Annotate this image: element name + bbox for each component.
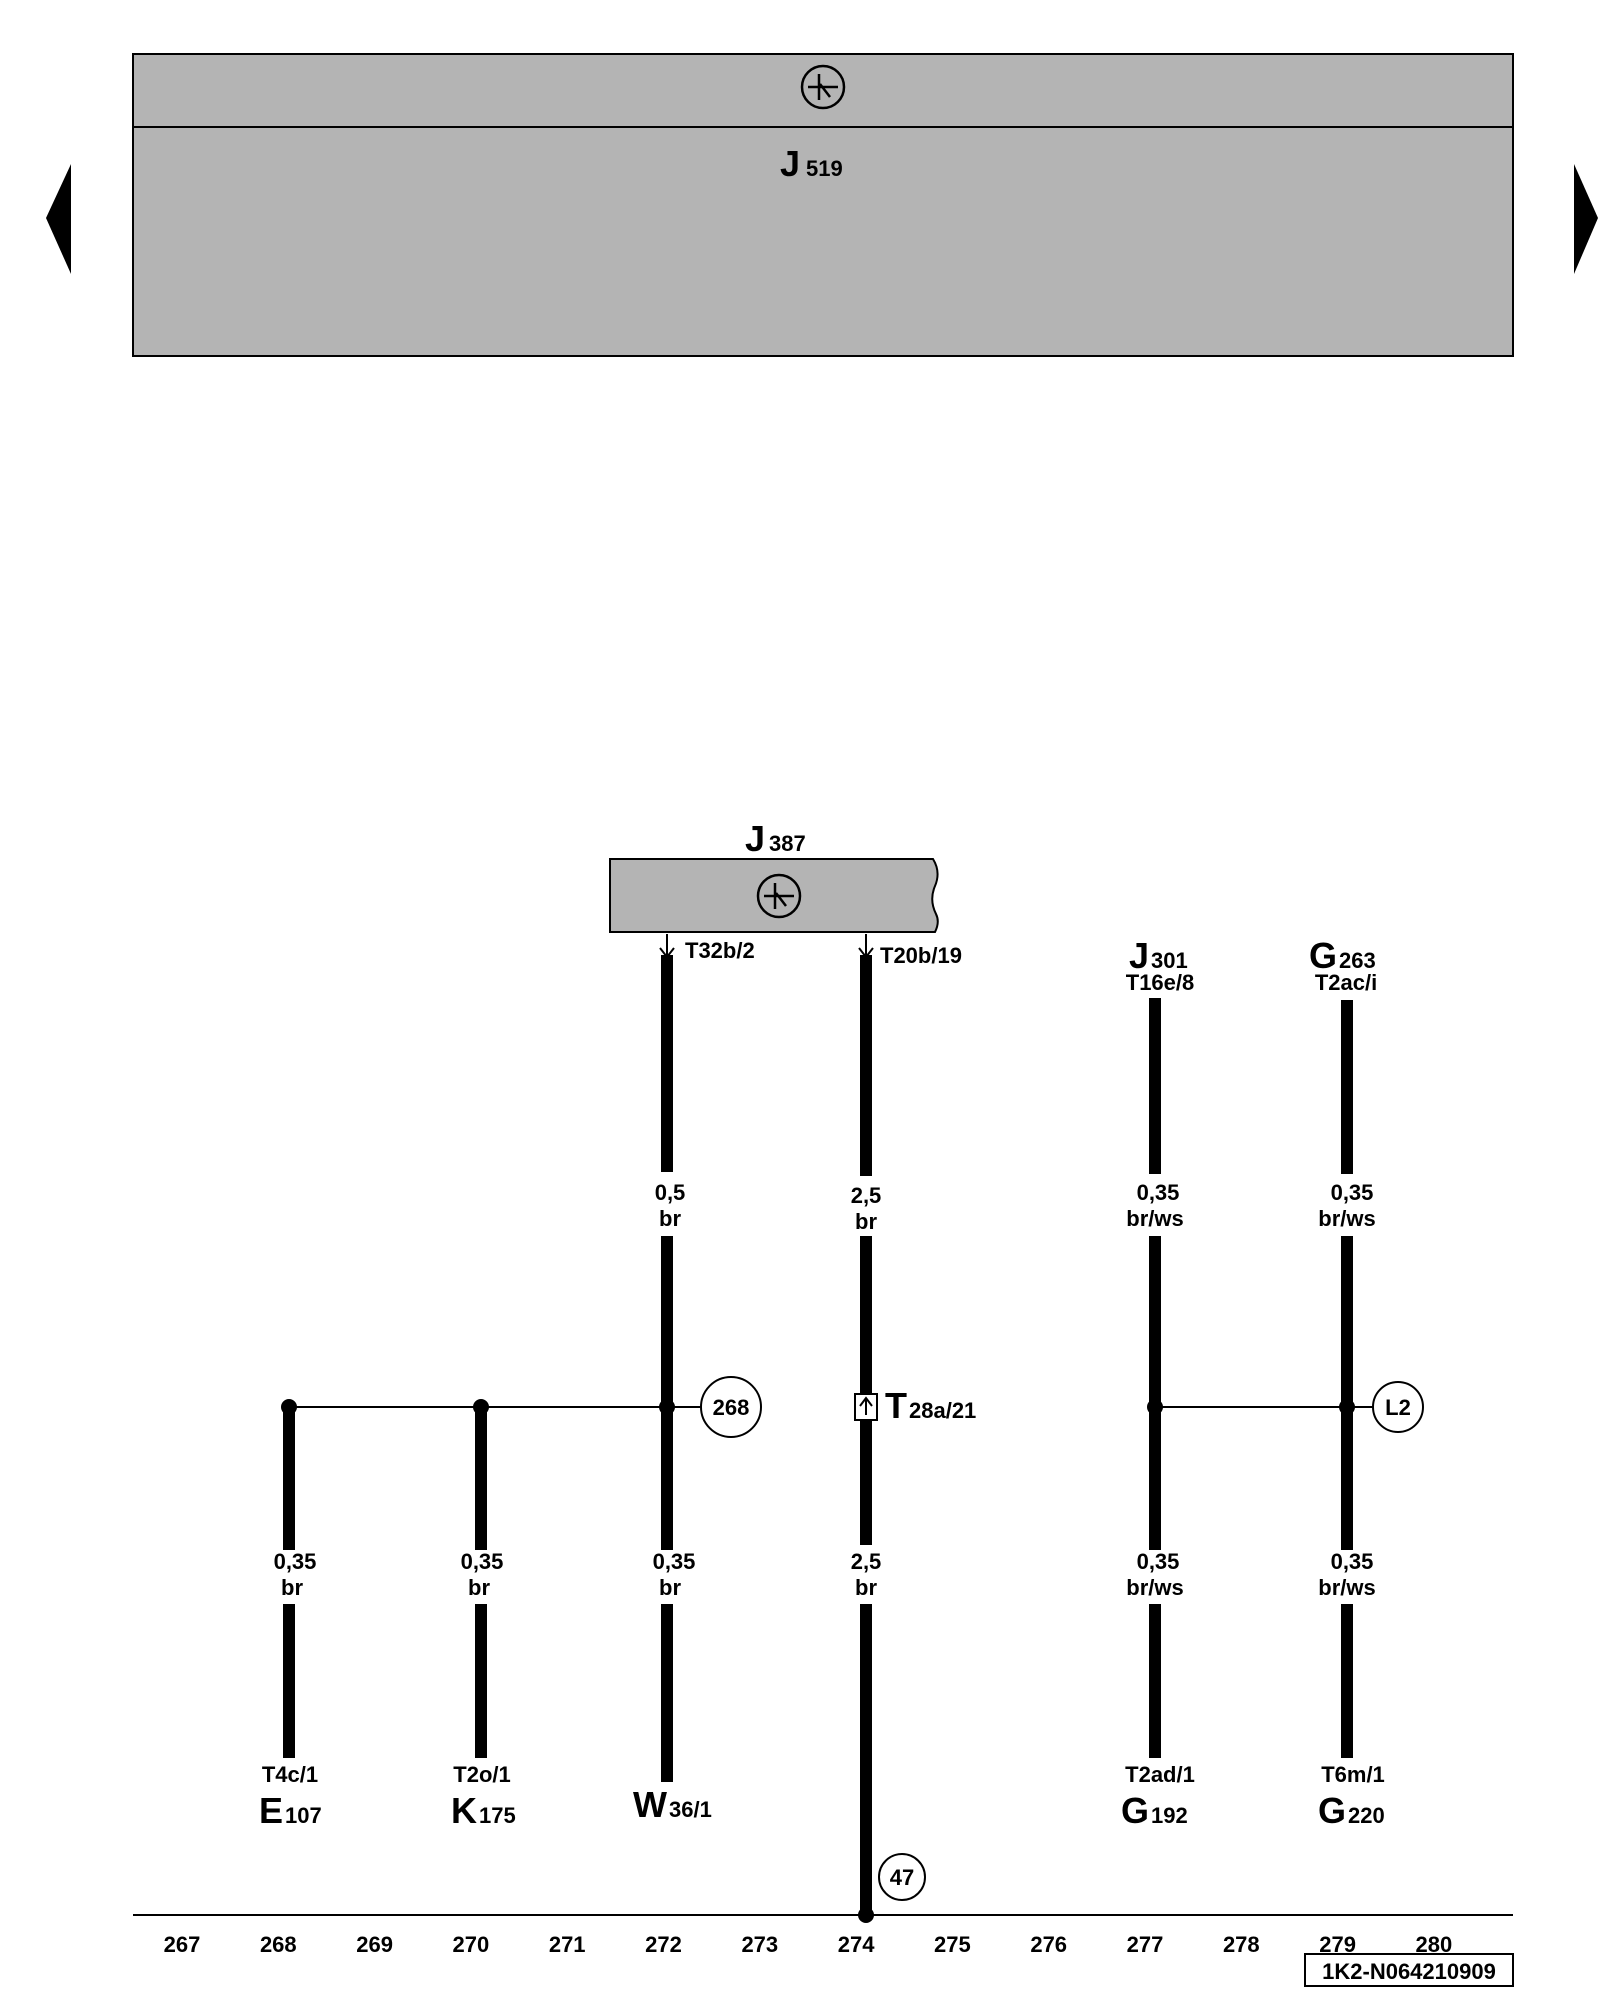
wire-spec-color: br/ws — [1318, 1206, 1375, 1231]
wire-spec-color: br — [468, 1575, 490, 1600]
svg-text:L2: L2 — [1385, 1395, 1411, 1420]
pin-label-t4c-1: T4c/1 — [262, 1762, 318, 1787]
pin-label-t6m-1: T6m/1 — [1321, 1762, 1385, 1787]
column-number: 278 — [1223, 1932, 1260, 1957]
junction-dot — [473, 1399, 489, 1415]
control-unit-icon — [756, 873, 802, 919]
wire-spec-size: 0,5 — [655, 1180, 686, 1205]
junction-dot — [281, 1399, 297, 1415]
pin-label-t2ac-i: T2ac/i — [1315, 970, 1377, 995]
pin-arrow-icon — [659, 934, 675, 959]
wire-spec-color: br — [659, 1575, 681, 1600]
wire-spec-color: br/ws — [1318, 1575, 1375, 1600]
pin-arrow-icon — [858, 934, 874, 959]
next-page-arrow-icon[interactable] — [1574, 164, 1598, 274]
component-w36-label: W36/1 — [633, 1784, 712, 1825]
column-number: 276 — [1030, 1932, 1067, 1957]
column-number: 267 — [164, 1932, 201, 1957]
column-number: 279 — [1319, 1932, 1356, 1957]
wire-spec-size: 0,35 — [1331, 1180, 1374, 1205]
component-k175-label: K175 — [451, 1790, 516, 1831]
connector-t28a-label: T28a/21 — [885, 1385, 976, 1426]
diagram-id-box — [1304, 1953, 1514, 1987]
column-number: 274 — [838, 1932, 875, 1957]
column-number: 268 — [260, 1932, 297, 1957]
pin-label-t2ad-1: T2ad/1 — [1125, 1762, 1195, 1787]
component-g263-label: G263 — [1309, 935, 1376, 976]
column-number: 271 — [549, 1932, 586, 1957]
pin-label-t32b-2: T32b/2 — [685, 938, 755, 963]
junction-dot — [1147, 1399, 1163, 1415]
ref-circle-l2[interactable]: L2 — [1372, 1381, 1424, 1433]
wire-spec-color: br/ws — [1126, 1206, 1183, 1231]
column-number: 273 — [741, 1932, 778, 1957]
pin-label-t16e-8: T16e/8 — [1126, 970, 1195, 995]
wire-spec-size: 0,35 — [1331, 1549, 1374, 1574]
component-g192-label: G192 — [1121, 1790, 1188, 1831]
connector-t28a-icon — [854, 1393, 878, 1421]
wire-spec-color: br — [855, 1575, 877, 1600]
wire-spec-size: 2,5 — [851, 1183, 882, 1208]
ref-circle-268[interactable]: 268 — [700, 1376, 762, 1438]
column-number: 269 — [356, 1932, 393, 1957]
wire-spec-color: br — [281, 1575, 303, 1600]
component-e107-label: E107 — [259, 1790, 322, 1831]
wire-spec-size: 2,5 — [851, 1549, 882, 1574]
column-number: 270 — [453, 1932, 490, 1957]
wire-spec-color: br — [659, 1206, 681, 1231]
wire-spec-size: 0,35 — [461, 1549, 504, 1574]
wire-spec-size: 0,35 — [653, 1549, 696, 1574]
component-g220-label: G220 — [1318, 1790, 1385, 1831]
module-j519-box — [132, 53, 1514, 357]
svg-text:47: 47 — [890, 1865, 914, 1890]
column-number: 280 — [1416, 1932, 1453, 1957]
control-unit-icon — [800, 64, 846, 110]
wire-spec-size: 0,35 — [1137, 1549, 1180, 1574]
wire-spec-size: 0,35 — [1137, 1180, 1180, 1205]
prev-page-arrow-icon[interactable] — [46, 164, 71, 274]
column-number: 272 — [645, 1932, 682, 1957]
diagram-id: 1K2-N064210909 — [1322, 1959, 1496, 1984]
column-number: 275 — [934, 1932, 971, 1957]
junction-dot — [1339, 1399, 1355, 1415]
component-j301-label: J301 — [1129, 935, 1188, 976]
junction-dot — [659, 1399, 675, 1415]
wire-spec-size: 0,35 — [274, 1549, 317, 1574]
column-number: 277 — [1127, 1932, 1164, 1957]
ref-circle-47[interactable]: 47 — [878, 1853, 926, 1901]
svg-text:268: 268 — [713, 1395, 750, 1420]
pin-label-t2o-1: T2o/1 — [453, 1762, 510, 1787]
pin-label-t20b-19: T20b/19 — [880, 943, 962, 968]
wire-spec-color: br — [855, 1209, 877, 1234]
wire-spec-color: br/ws — [1126, 1575, 1183, 1600]
